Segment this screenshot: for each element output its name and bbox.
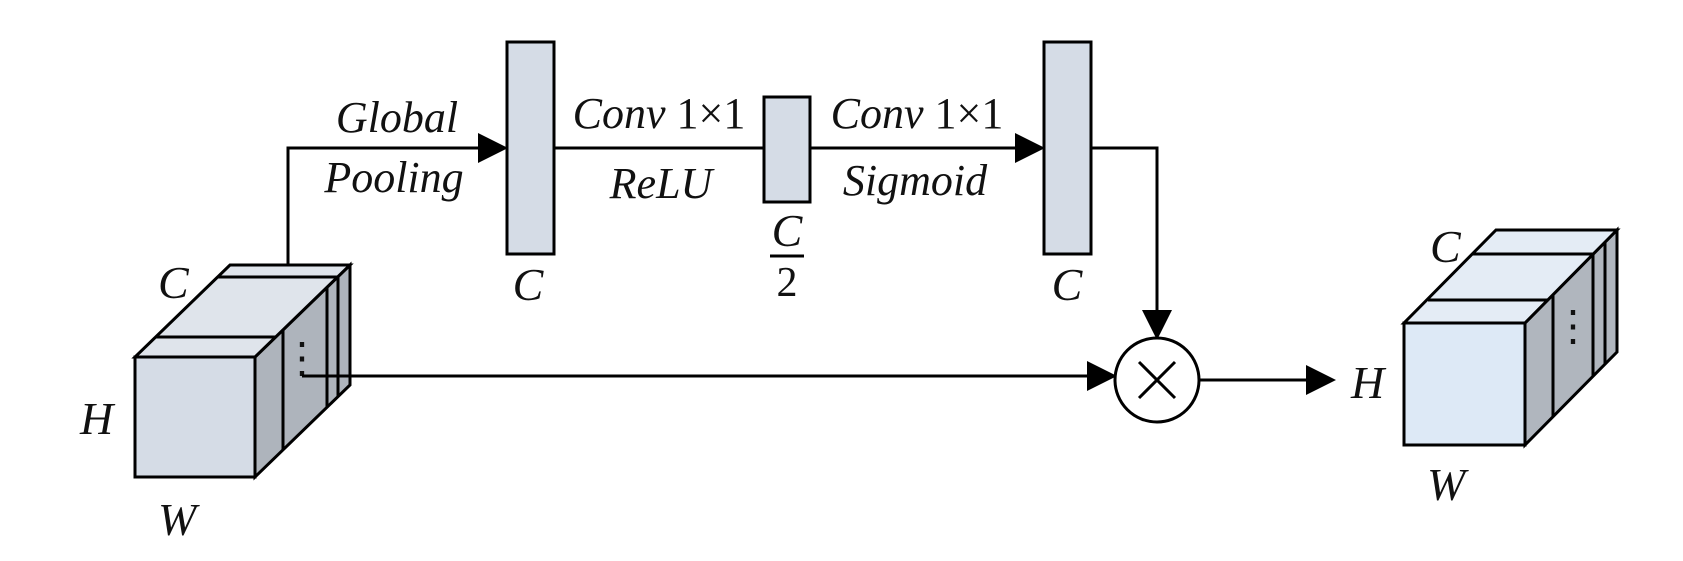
conv1-label: Conv 1×1	[573, 89, 746, 138]
input-feature-cube: ⋮	[131, 261, 354, 481]
pooling-label-line1: Global	[336, 93, 458, 142]
pooling-label-line2: Pooling	[323, 153, 463, 202]
scale-arrow	[1091, 146, 1172, 340]
bar1-label: C	[513, 259, 545, 310]
bar2-numerator: C	[772, 205, 804, 256]
multiply-icon-stroke-2	[1137, 360, 1177, 400]
conv1-activation-label: ReLU	[609, 159, 716, 208]
conv2-activation-label: Sigmoid	[843, 156, 988, 205]
output-feature-cube: ⋮	[1400, 226, 1621, 449]
input-cube-c-label: C	[158, 257, 190, 308]
channel-vector-bar-1	[505, 40, 556, 256]
output-cube-front-face	[1402, 321, 1527, 447]
reduced-vector-bar	[762, 95, 812, 204]
channel-vector-bar-2	[1042, 40, 1093, 256]
input-cube-ellipsis: ⋮	[281, 336, 323, 382]
bar2-denominator: 2	[777, 260, 798, 306]
output-cube-w-label: W	[1427, 459, 1469, 510]
pooling-arrow	[286, 133, 508, 265]
input-cube-w-label: W	[158, 494, 200, 545]
input-cube-h-label: H	[79, 393, 116, 444]
output-cube-ellipsis: ⋮	[1552, 304, 1594, 350]
bar3-label: C	[1052, 259, 1084, 310]
input-cube-front-face	[133, 355, 257, 479]
conv2-label: Conv 1×1	[831, 89, 1004, 138]
output-cube-c-label: C	[1430, 221, 1462, 272]
output-cube-h-label: H	[1350, 357, 1387, 408]
